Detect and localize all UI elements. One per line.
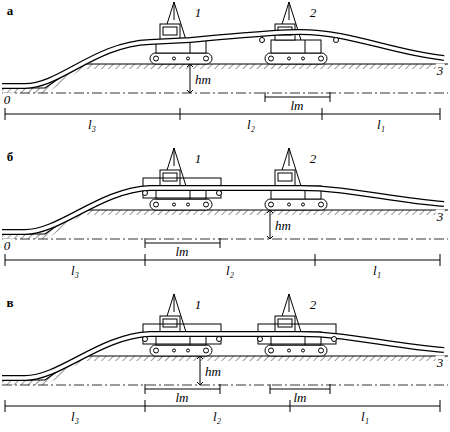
dimension-label: l₁ [372,264,382,277]
dimension-label: l₂ [225,264,235,277]
dimension-label: lт [290,99,305,112]
dimension-label: l₂ [246,118,256,131]
dimension-label: l₃ [87,118,97,131]
panel-letter: в [5,296,14,309]
dimension-label: hт [204,365,222,378]
callout-number: 3 [436,64,445,77]
panel-letter: а [6,4,15,17]
callout-number: 3 [436,356,445,369]
origin-mark: 0 [3,93,12,106]
panel-letter: б [6,150,15,163]
callout-number: 2 [309,298,318,311]
origin-mark: 0 [3,239,12,252]
dimension-label: l₃ [70,410,80,423]
callout-number: 1 [194,6,203,19]
callout-number: 3 [436,210,445,223]
callout-number: 2 [309,6,318,19]
dimension-label: hт [274,219,292,232]
callout-number: 1 [194,298,203,311]
dimension-label: l₂ [212,410,222,423]
dimension-label: lт [175,245,190,258]
dimension-label: l₁ [376,118,386,131]
dimension-label: l₃ [70,264,80,277]
callout-number: 2 [309,152,318,165]
dimension-label: l₁ [360,410,370,423]
dimension-label: lт [293,391,308,404]
dimension-label: hт [194,73,212,86]
callout-number: 1 [194,152,203,165]
dimension-label: lт [175,391,190,404]
